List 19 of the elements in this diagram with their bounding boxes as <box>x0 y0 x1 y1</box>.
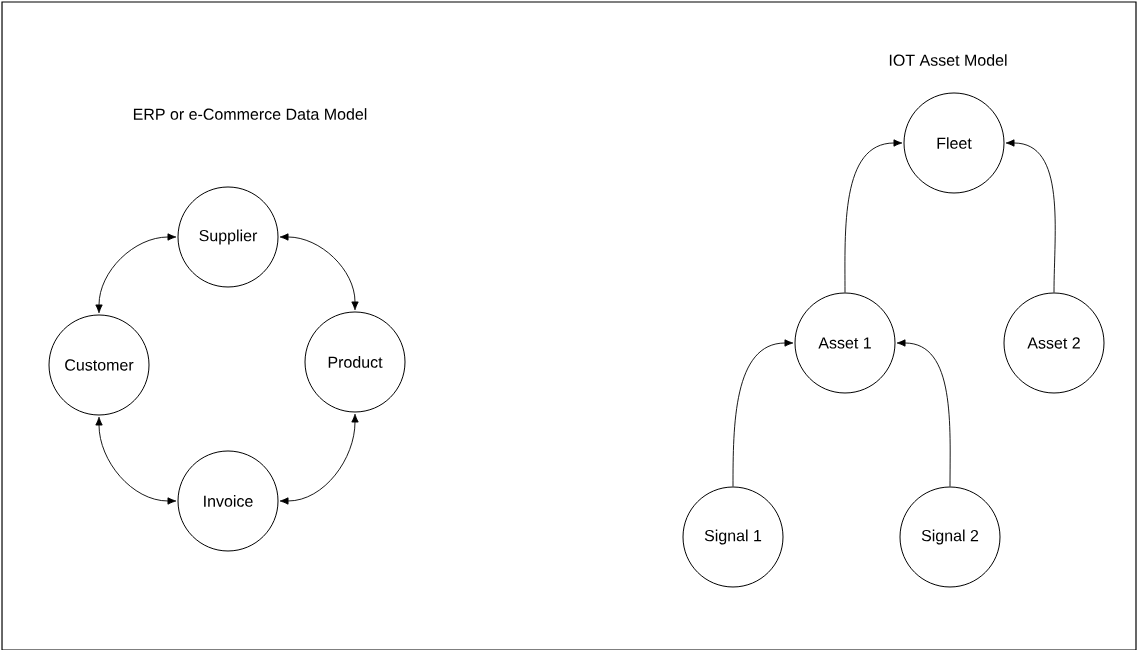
section-heading: ERP or e-Commerce Data Model <box>133 108 367 120</box>
circle-node: Asset 1 <box>794 292 896 394</box>
circle-node: Signal 1 <box>682 486 784 588</box>
section-heading: IOT Asset Model <box>889 54 1007 66</box>
circle-node: Invoice <box>177 450 279 552</box>
curved-arrow <box>732 339 794 487</box>
curved-arrow <box>279 233 359 311</box>
curved-arrow <box>896 339 951 487</box>
curved-arrow <box>1005 139 1056 293</box>
curved-arrow <box>95 416 177 505</box>
curved-arrow <box>844 139 903 293</box>
circle-node: Customer <box>48 314 150 416</box>
circle-node: Supplier <box>177 186 279 288</box>
circle-node: Asset 2 <box>1003 292 1105 394</box>
circle-node: Fleet <box>903 92 1005 194</box>
circle-node: Signal 2 <box>899 486 1001 588</box>
curved-arrow <box>279 413 359 505</box>
circle-node: Product <box>304 311 406 413</box>
curved-arrow <box>95 233 177 314</box>
